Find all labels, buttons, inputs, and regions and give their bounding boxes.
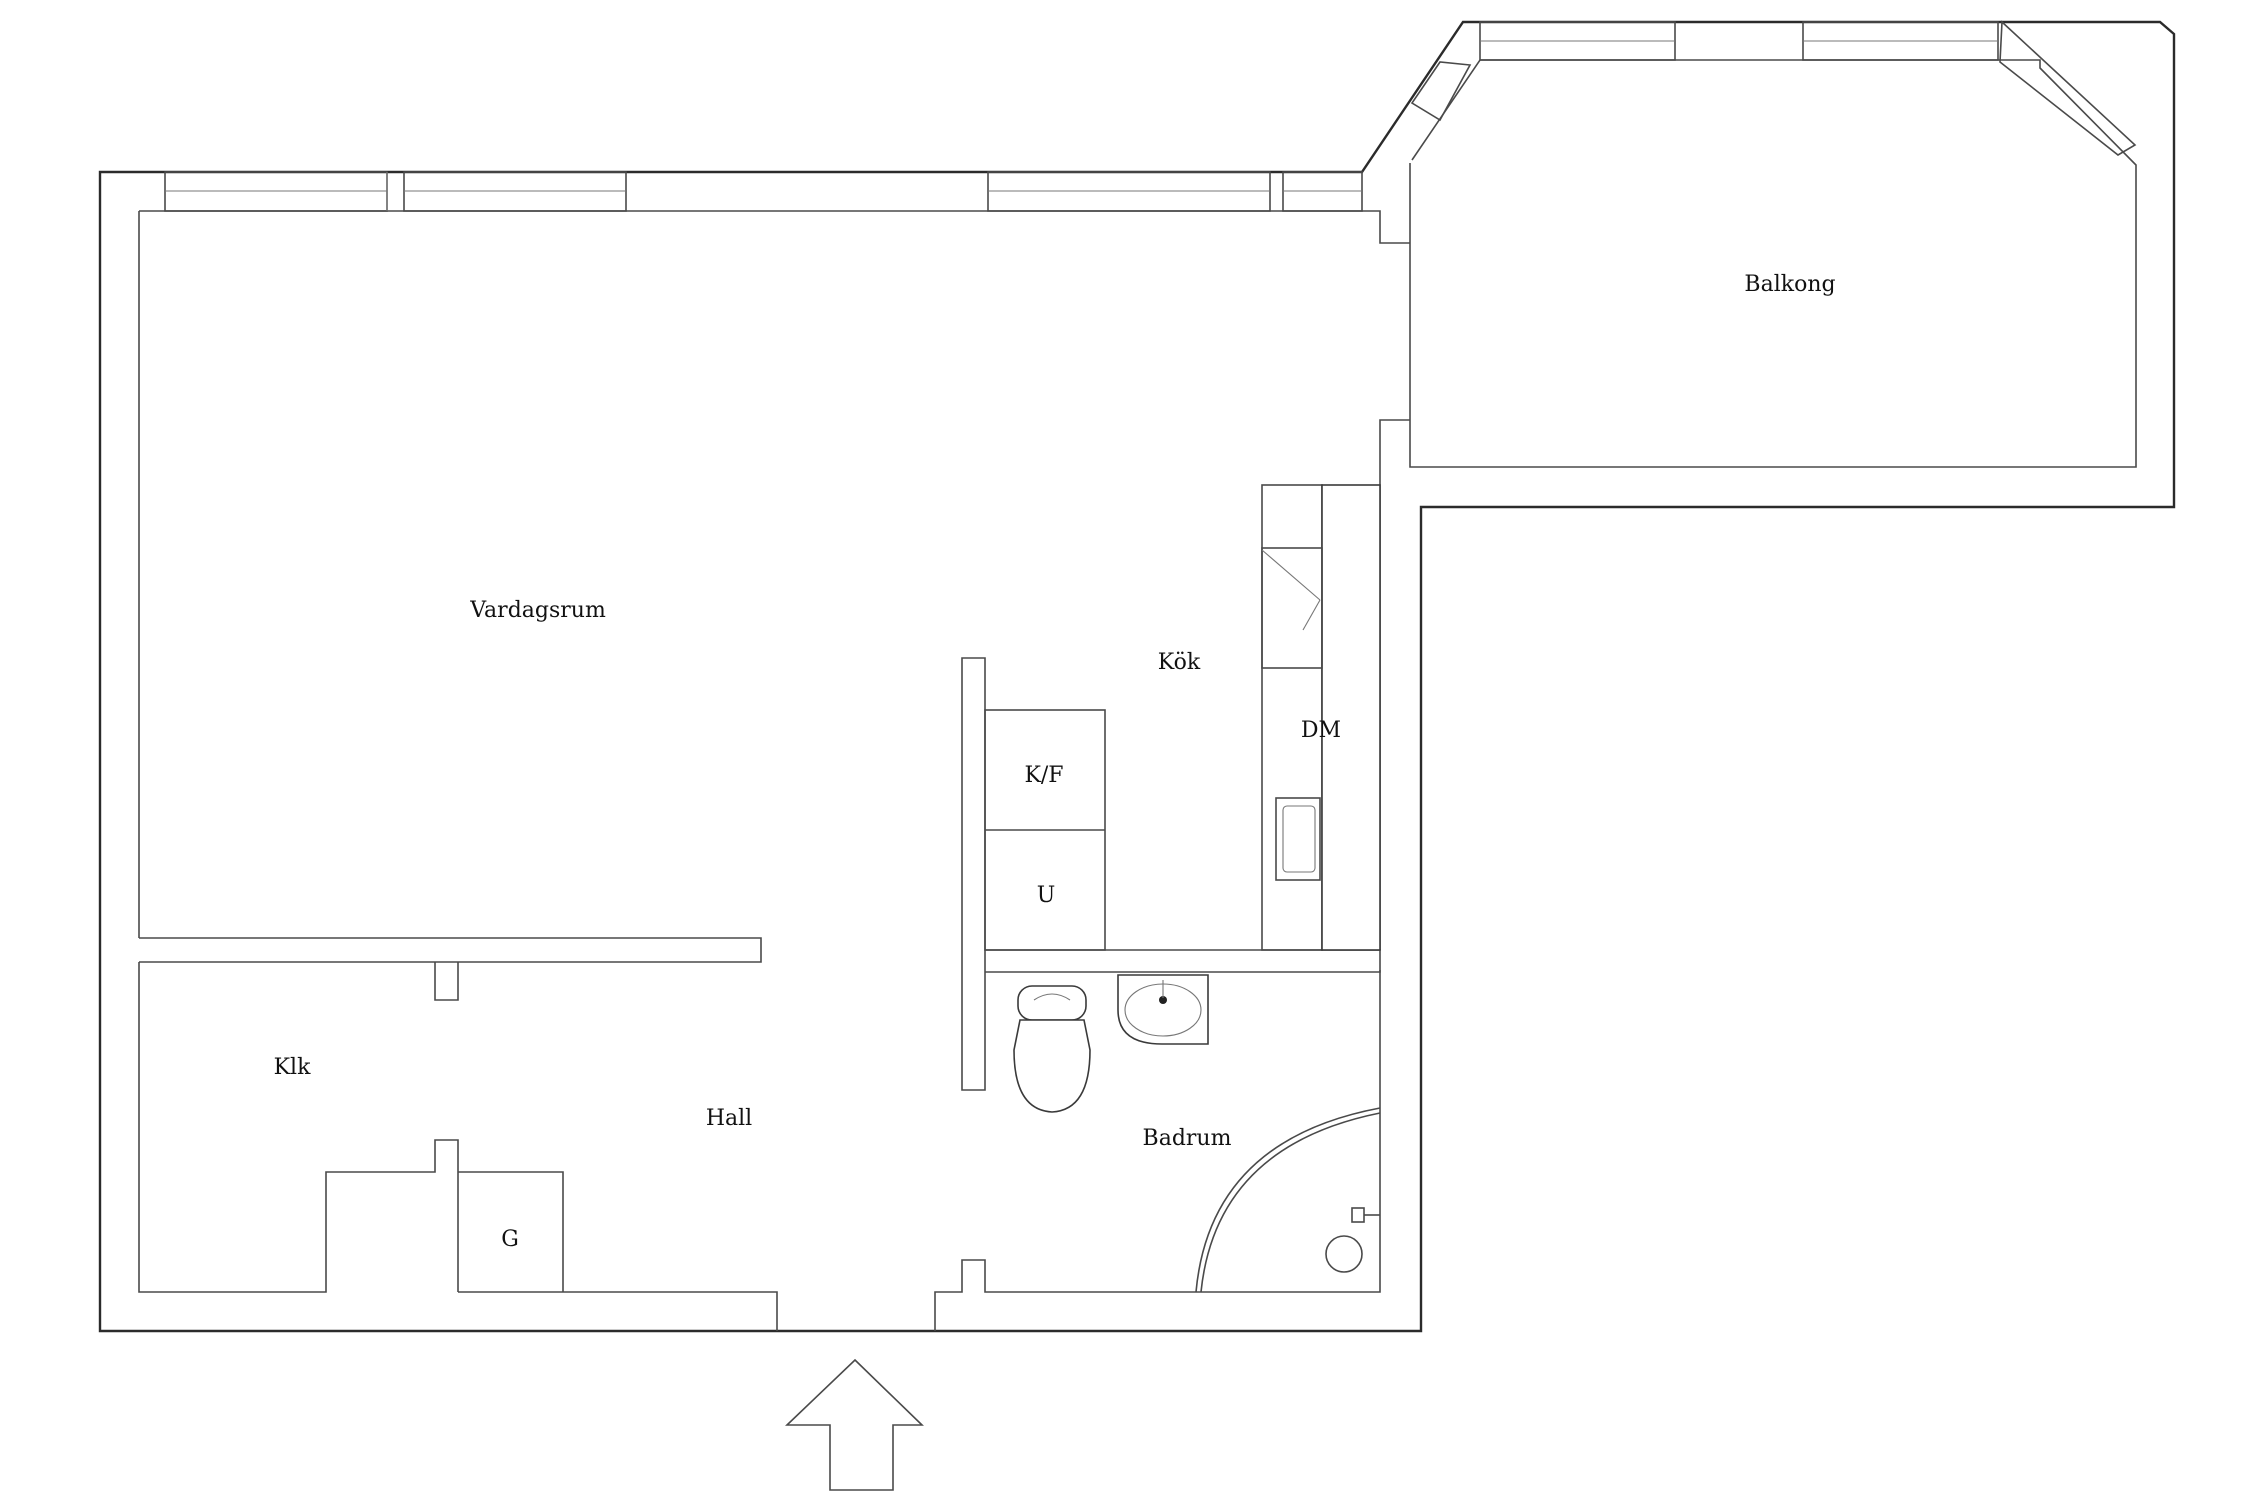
kitchen-sink-icon: [1275, 797, 1321, 881]
label-dm: DM: [1301, 718, 1341, 743]
toilet-icon: [1013, 985, 1091, 1113]
outer-walls: [98, 20, 2176, 1333]
entrance-arrow-icon: [785, 1358, 924, 1491]
windows: [164, 20, 2137, 212]
label-klk: Klk: [274, 1055, 311, 1080]
label-kf: K/F: [1024, 763, 1063, 788]
room-labels: Balkong Vardagsrum Kök DM K/F U Klk Hall…: [274, 272, 1836, 1252]
label-kok: Kök: [1158, 650, 1201, 675]
sink-icon: [1117, 974, 1209, 1045]
label-vardagsrum: Vardagsrum: [469, 598, 606, 623]
label-badrum: Badrum: [1143, 1126, 1232, 1151]
label-g: G: [501, 1227, 519, 1252]
label-u: U: [1037, 883, 1056, 908]
label-balkong: Balkong: [1744, 272, 1835, 297]
shower-icon: [1195, 1107, 1381, 1293]
label-hall: Hall: [706, 1106, 752, 1131]
interior-walls: [138, 484, 1381, 1331]
